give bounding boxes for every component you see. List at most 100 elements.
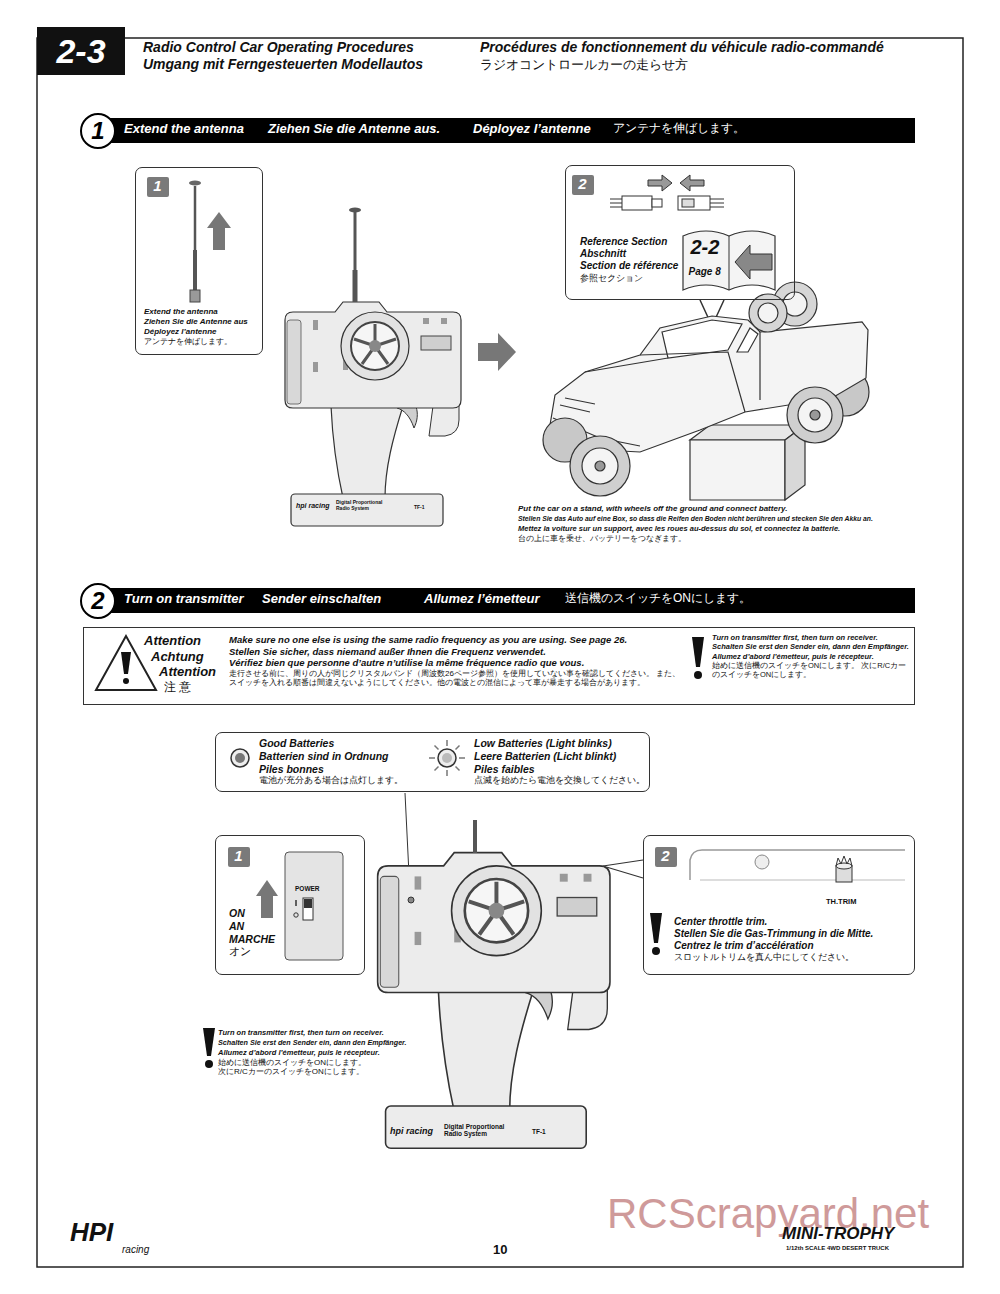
node-text: スロットルトリムを真ん中にしてください。 [674,953,910,963]
node-text: 走行させる前に、周りの人が同じクリスタルバンド（周波数26ページ参照）を使用して… [229,670,681,688]
connector-drawing [710,207,724,208]
car-drawing [585,332,760,412]
car-drawing [798,398,832,432]
step-number: 1 [80,113,116,149]
node-text: Center throttle trim. [674,916,910,927]
callout-number: 1 [228,847,250,867]
brand-logo: HPI [70,1218,113,1247]
power-switch [256,880,278,918]
transmitter-model: TF-1 [414,505,425,511]
warning-symbol [650,913,662,943]
node-text: アンテナを伸ばします。 [144,338,262,346]
trim-drawing [755,855,769,869]
transmitter-model: TF-1 [532,1128,546,1135]
transmitter [378,853,610,1149]
node-text: Low Batteries (Light blinks) [474,738,649,750]
caption-text: Stellen Sie das Auto auf eine Box, so da… [518,515,873,523]
car-drawing [758,303,778,323]
battery-indicator [235,753,245,763]
node-text: Batterien sind in Ordnung [259,751,434,763]
caption-text: Put the car on a stand, with wheels off … [518,505,787,514]
node-text: Ziehen Sie die Antenne aus [144,318,262,327]
connector-drawing [710,199,724,200]
node-text: 注 意 [164,681,224,694]
trim-panel: Center throttle trim.Stellen Sie die Gas… [643,835,915,975]
connector-drawing [610,207,622,208]
node-text: Vérifiez bien que personne d’autre n’uti… [229,658,681,669]
transmitter-brand: hpi racing [390,1126,433,1136]
node-text: Leere Batterien (Licht blinkt) [474,751,649,763]
subtitle: ラジオコントロールカーの走らせ方 [480,58,688,72]
trim-drawing [603,850,905,882]
node-text: アンテナを伸ばします。 [613,122,833,135]
node-text: Extend the antenna [144,308,262,317]
node-text: 2-3 [56,32,105,70]
warning-symbol [692,637,704,667]
transmitter-text: Digital Proportional Radio System [444,1123,524,1138]
node-text: 1 [234,848,242,865]
node-text: 始めに送信機のスイッチをONにします。 次にR/CカーのスイッチをONにします。 [712,662,912,679]
node-text: Allumez d’abord l’émetteur, puis le réce… [712,653,912,661]
power-switch [304,899,312,908]
node-text: オン [229,946,269,958]
title: Radio Control Car Operating Procedures [143,40,414,56]
switch-label: POWER [295,885,320,892]
car-drawing [543,282,869,500]
warning-symbol [203,1028,215,1056]
warning-symbol [694,671,702,679]
node-text: Stellen Sie die Gas-Trimmung in die Mitt… [674,928,912,939]
node-text: Good Batteries [259,738,434,750]
node-text: Centrez le trim d’accélération [674,940,910,951]
car-drawing [595,461,605,471]
node-text: 2 [661,848,669,865]
node-text: AN [229,921,269,933]
battery-indicator [429,740,465,776]
connector-drawing [610,199,622,200]
car-drawing [787,387,843,443]
subtitle: Umgang mit Ferngesteuerten Modellautos [143,57,423,73]
transmitter-antenna [349,208,361,303]
node-text: Sender einschalten [262,592,422,607]
book-outline [729,236,730,290]
node-text: Turn on transmitter first, then turn on … [712,634,912,642]
subtitle: Procédures de fonctionnement du véhicule… [480,40,884,56]
trim-drawing [700,880,905,881]
trim-drawing [836,863,852,869]
callout-number: 1 [147,177,169,197]
power-switch [303,898,313,920]
car-drawing [570,436,630,496]
node-text: 1 [91,118,104,145]
step-band: Extend the antennaZiehen Sie die Antenne… [98,118,915,143]
transmitter-antenna [473,820,477,853]
brand-logo: racing [122,1244,149,1255]
warning-text: 始めに送信機のスイッチをONにします。 次にR/CカーのスイッチをONにします。 [218,1059,368,1077]
node-text: 2 [91,588,104,615]
step-band: Turn on transmitterSender einschaltenAll… [98,588,915,613]
battery-indicator [442,753,452,763]
power-panel: ONANMARCHEオン1 [215,835,365,975]
trim-drawing [836,856,852,866]
node-text: Extend the antenna [124,122,264,137]
next-arrow [478,333,516,371]
node-text: Make sure no one else is using the same … [229,635,681,646]
node-text: 送信機のスイッチをONにします。 [565,592,815,605]
node-text: Section de référence [580,260,692,271]
battery-led [408,897,414,903]
node-text: Piles faibles [474,764,649,776]
caption-text: Mettez la voiture sur un support, avec l… [518,525,840,533]
node-text: 電池が充分ある場合は点灯します。 [259,776,459,786]
transmitter-antenna [354,212,357,302]
node-text: 2 [578,176,586,193]
instruction-panel: Extend the antennaZiehen Sie die Antenne… [135,167,263,355]
transmitter-antenna [349,208,361,213]
node-text: 参照セクション [580,273,692,283]
warning-symbol [652,947,660,955]
node-text: ON [229,908,269,920]
warning-text: Allumez d’abord l’émetteur, puis le réce… [218,1049,380,1057]
warning-symbol [96,636,704,1068]
page-number: 10 [493,1243,507,1258]
section-header: 2-3 [37,27,125,75]
connector-drawing [710,203,724,204]
battery-callout: Good BatteriesBatterien sind in OrdnungP… [215,732,650,792]
